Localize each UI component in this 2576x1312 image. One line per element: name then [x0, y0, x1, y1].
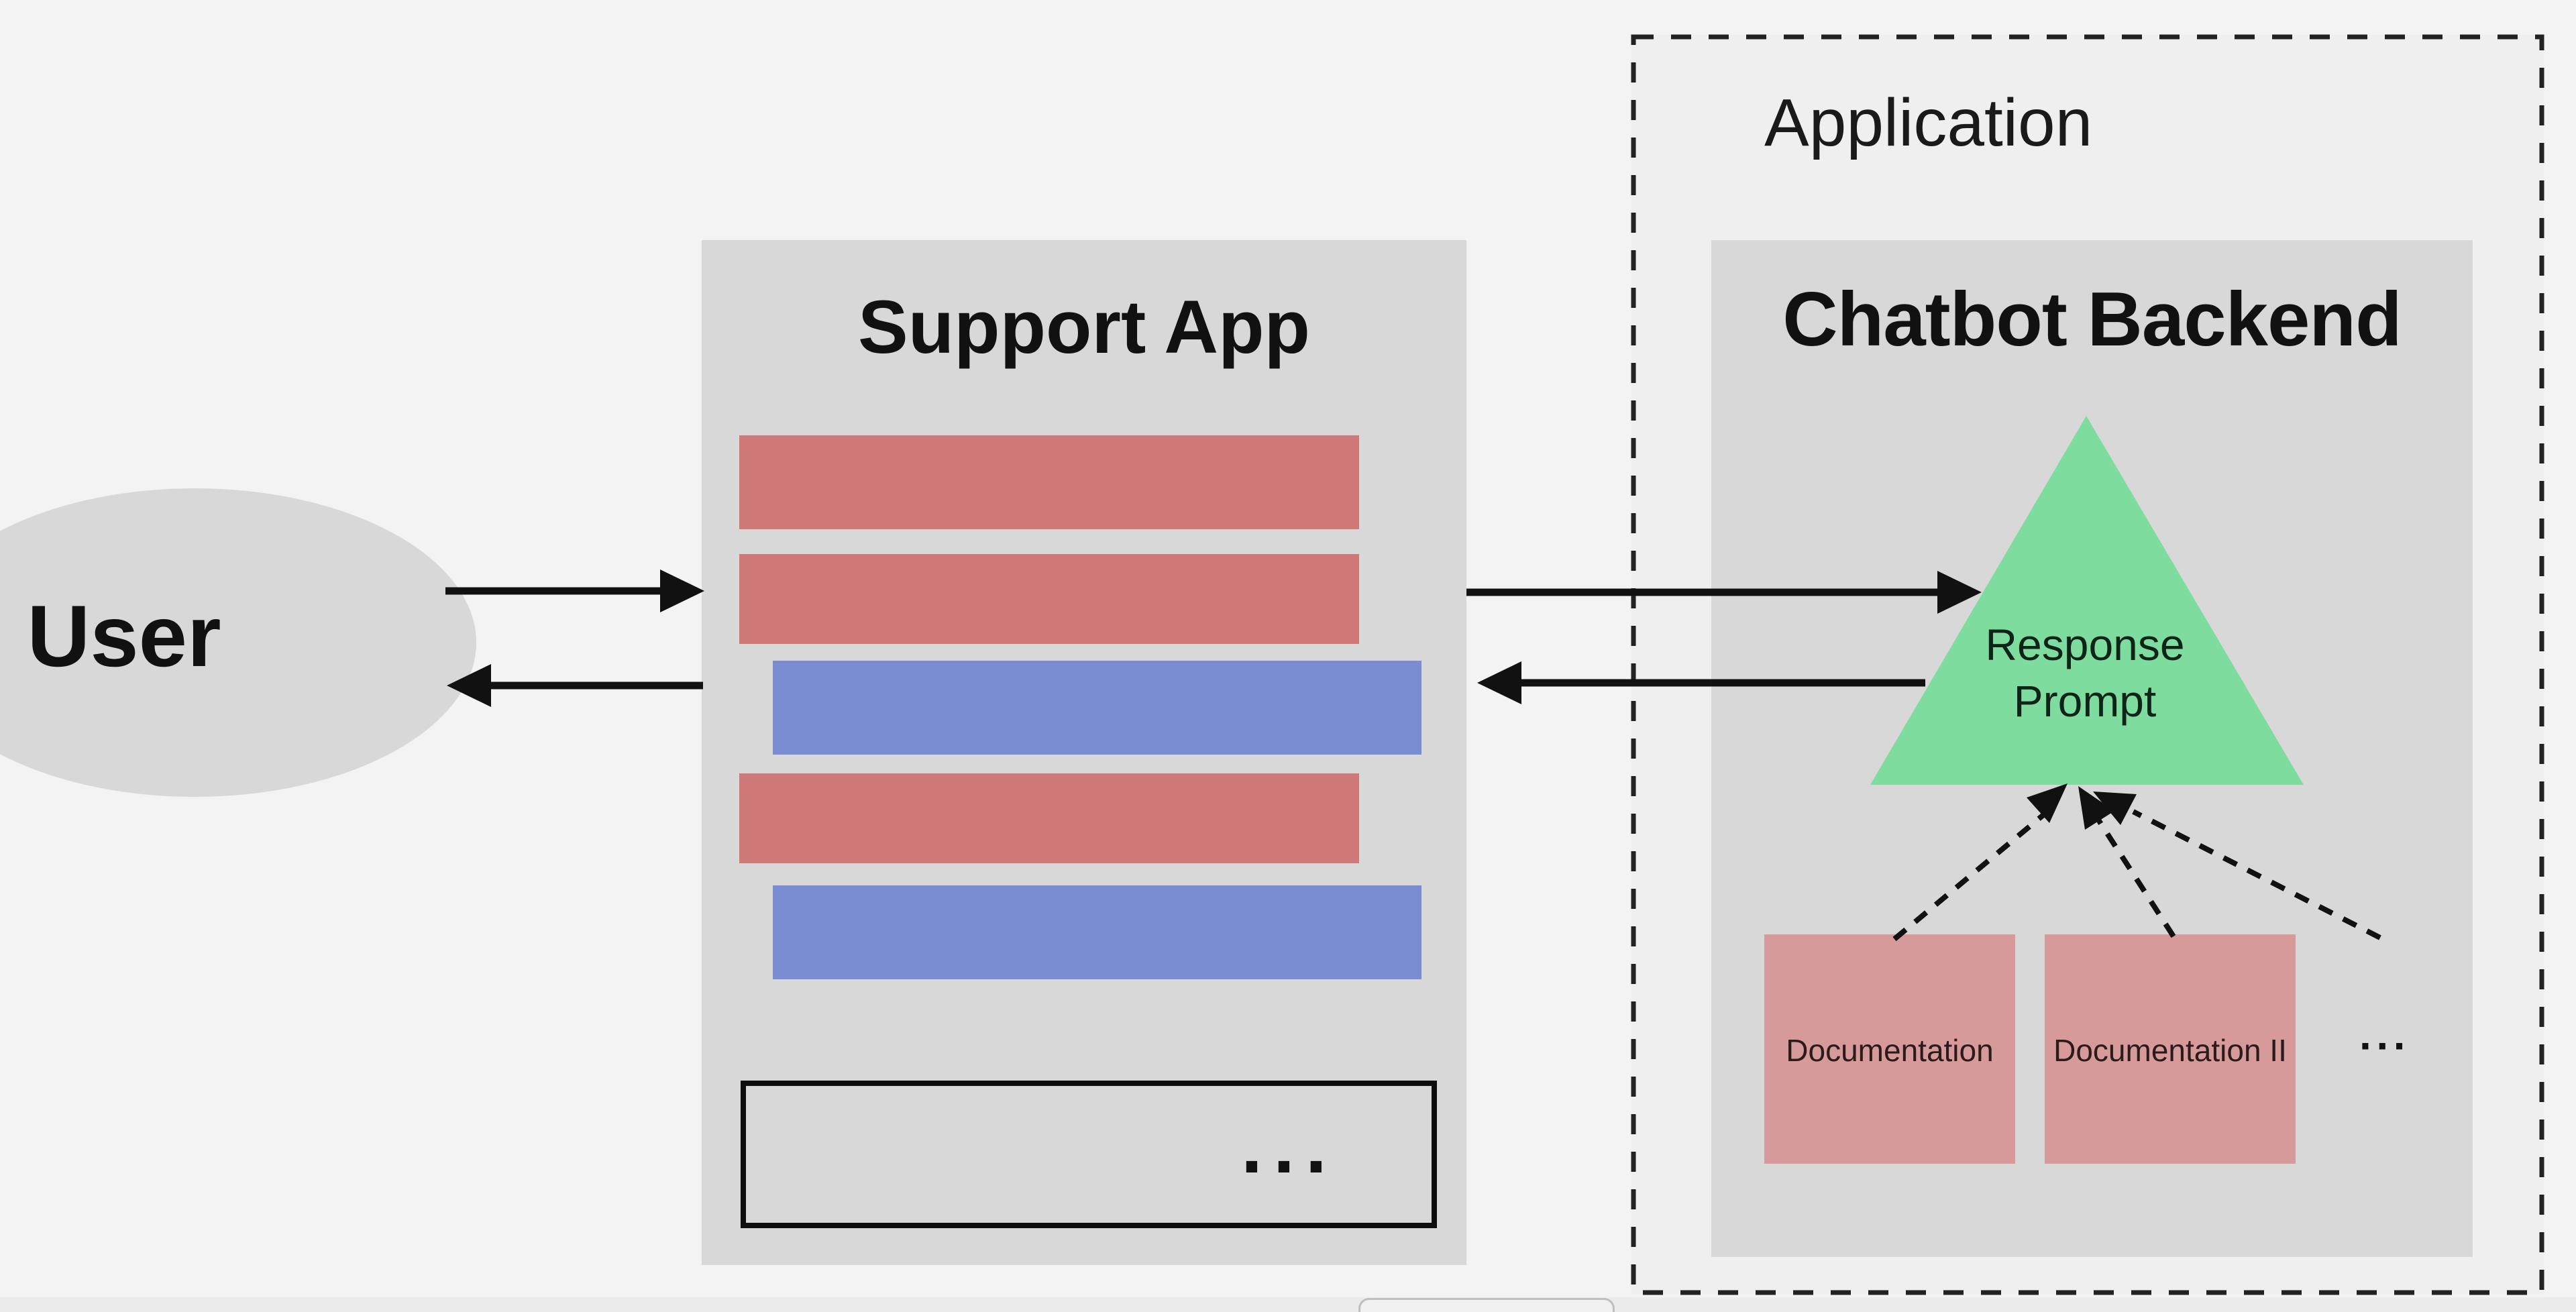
- response-prompt-line1: Response: [1985, 620, 2185, 669]
- user-node: [0, 488, 476, 797]
- user-label: User: [27, 587, 221, 685]
- documentation-2-box: Documentation II: [2045, 934, 2296, 1164]
- documentation-label: Documentation: [1786, 1033, 1994, 1068]
- documentation-2-label: Documentation II: [2053, 1033, 2287, 1068]
- application-label: Application: [1764, 85, 2093, 160]
- message-bar-red: [739, 554, 1359, 644]
- bottom-edge-strip: [0, 1297, 2576, 1312]
- more-messages-ellipsis: ...: [1241, 1103, 1338, 1189]
- message-bar-blue: [773, 661, 1421, 755]
- response-prompt-line2: Prompt: [2013, 675, 2157, 726]
- documentation-box: Documentation: [1764, 934, 2015, 1164]
- response-prompt-label: Response Prompt: [1951, 617, 2219, 730]
- more-sources-ellipsis: ···: [2359, 1022, 2410, 1070]
- bottom-partial-button[interactable]: [1358, 1298, 1615, 1312]
- chatbot-backend-title: Chatbot Backend: [1782, 277, 2402, 362]
- message-bar-blue: [773, 885, 1421, 979]
- support-app-title: Support App: [858, 285, 1310, 369]
- message-bar-red: [739, 773, 1359, 863]
- more-messages-box: [741, 1081, 1437, 1228]
- user-to-app-arrowhead: [660, 569, 704, 612]
- prompt-to-app-arrowhead: [1477, 661, 1521, 704]
- message-bar-red: [739, 435, 1359, 529]
